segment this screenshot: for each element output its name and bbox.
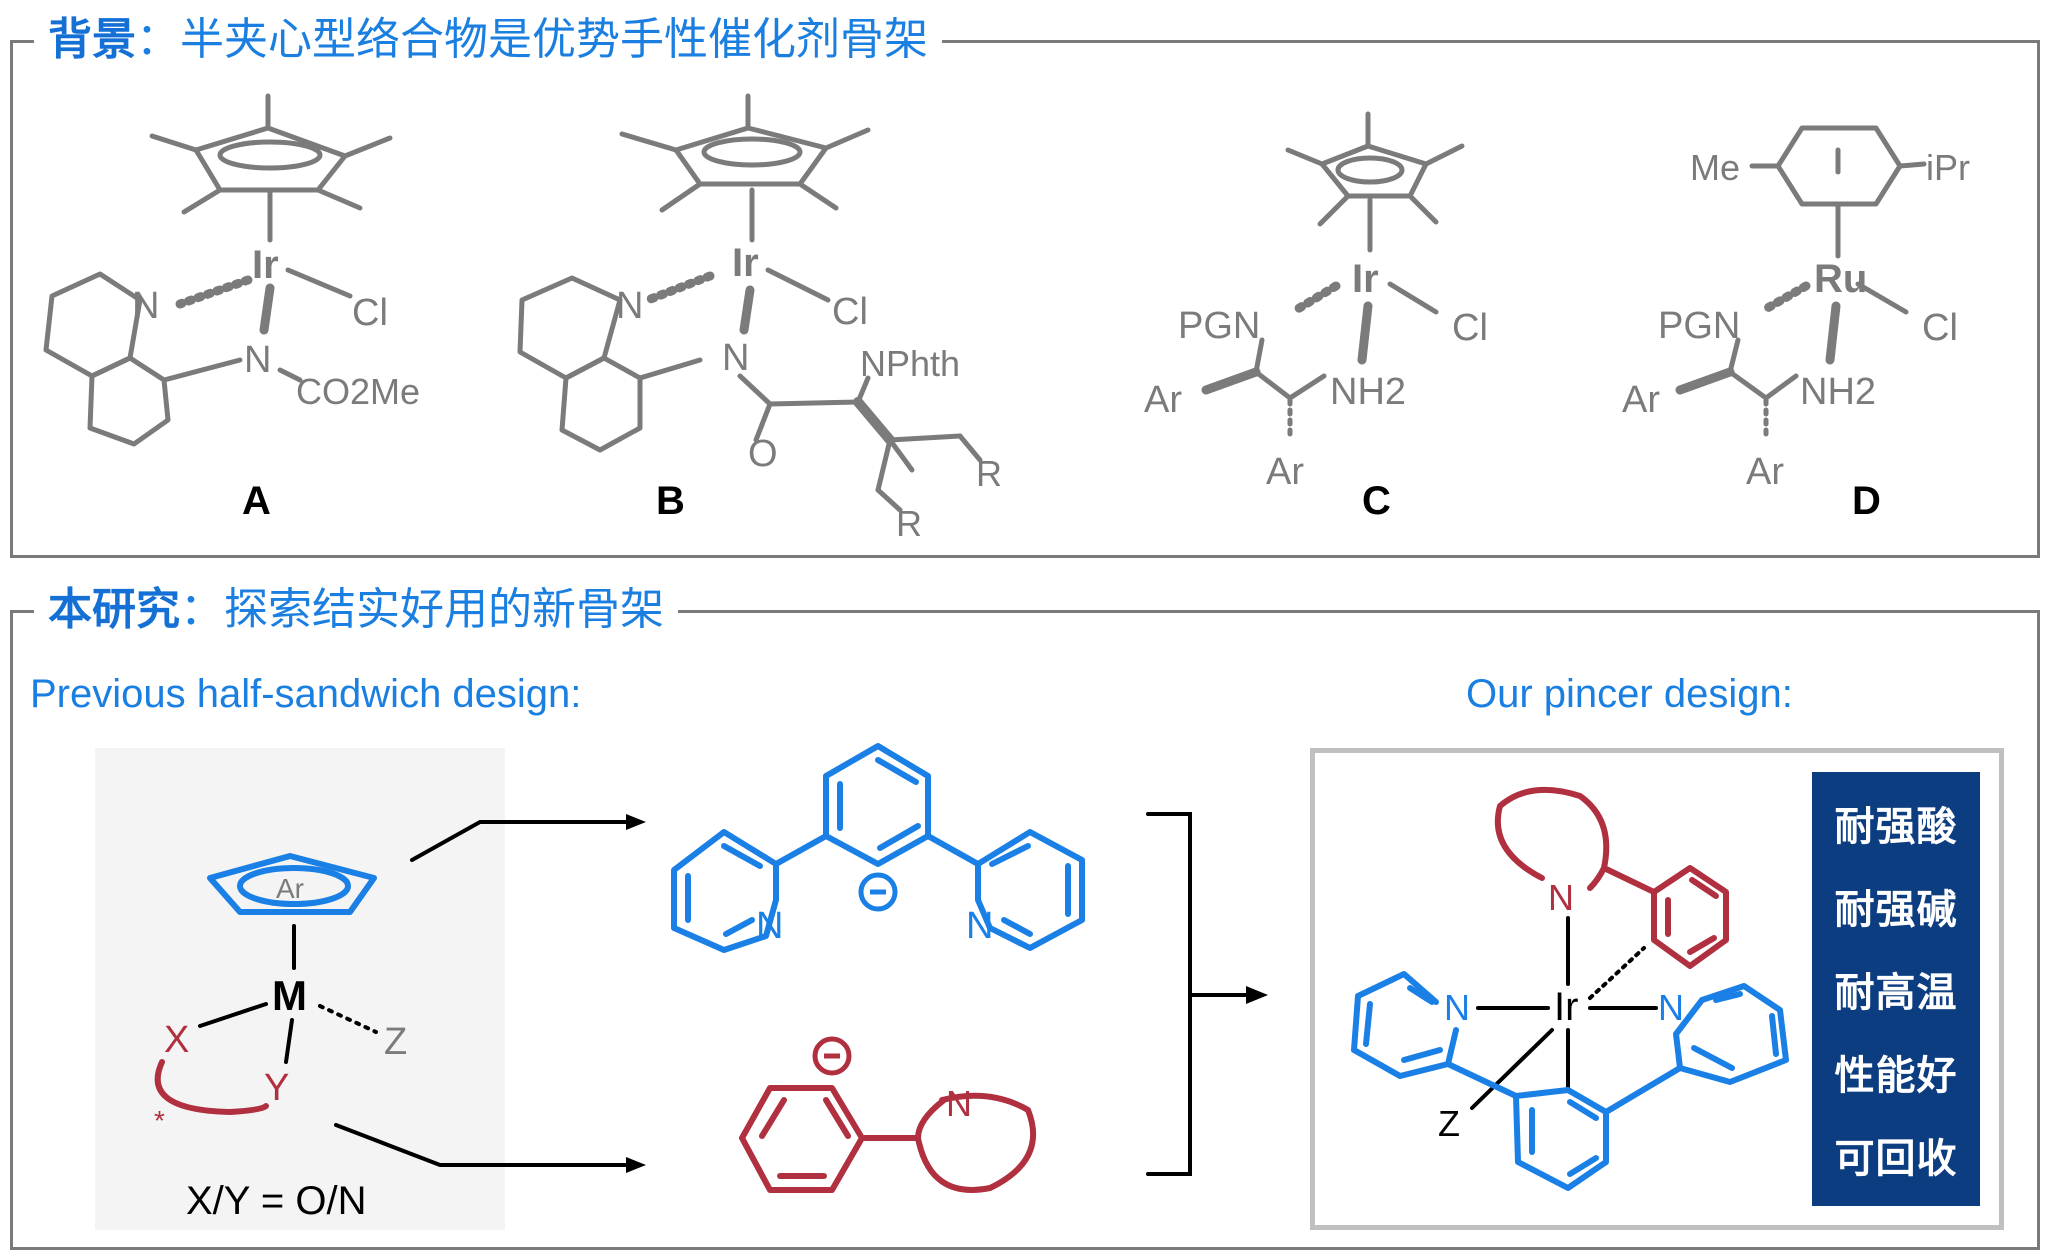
property-item: 耐高温 bbox=[1834, 969, 1958, 1016]
generic-half-sandwich: Ar M X Y Z * X/Y = O/N bbox=[154, 853, 407, 1223]
ar-label: Ar bbox=[1622, 379, 1660, 421]
compound-d: Me iPr Ru PGN Cl NH2 Ar Ar D bbox=[1622, 125, 1970, 523]
title-sep: ： bbox=[136, 14, 180, 65]
ar-label: Ar bbox=[1266, 451, 1304, 493]
compound-label-d: D bbox=[1852, 479, 1881, 523]
research-title-bold: 本研究 bbox=[48, 584, 180, 635]
property-item: 耐强碱 bbox=[1834, 887, 1958, 934]
atom-n-left: N bbox=[756, 905, 783, 947]
metal-label-d: Ru bbox=[1814, 257, 1867, 301]
atom-n-right: N bbox=[966, 905, 993, 947]
compound-b: Ir N Cl N NPhth O R R B bbox=[517, 93, 1002, 544]
pgn-label: PGN bbox=[1658, 305, 1740, 347]
atom-y: Y bbox=[264, 1067, 289, 1109]
metal-label-a: Ir bbox=[252, 243, 279, 287]
xy-caption: X/Y = O/N bbox=[186, 1179, 366, 1223]
research-title: 本研究：探索结实好用的新骨架 bbox=[34, 582, 678, 638]
atom-cl: Cl bbox=[832, 291, 868, 333]
atom-n: N bbox=[722, 337, 749, 379]
background-title-bold: 背景 bbox=[48, 14, 136, 65]
pincer-complex-box bbox=[1310, 748, 2004, 1230]
pincer-ir-complex: N Ir Z N N bbox=[1351, 786, 1789, 1191]
ar-label: Ar bbox=[1144, 379, 1182, 421]
ipr-label: iPr bbox=[1926, 147, 1970, 188]
atom-n: N bbox=[244, 339, 271, 381]
cn-ligand: N bbox=[739, 1036, 1037, 1193]
nc-n-pincer-ligand: N N bbox=[671, 743, 1085, 953]
metal-label-c: Ir bbox=[1352, 257, 1379, 301]
nh2-label: NH2 bbox=[1330, 371, 1406, 413]
atom-n-right: N bbox=[1658, 987, 1684, 1028]
compound-a: Ir N Cl N CO2Me A bbox=[43, 93, 420, 523]
metal-label-b: Ir bbox=[732, 241, 759, 285]
property-item: 性能好 bbox=[1834, 1052, 1958, 1099]
compound-label-c: C bbox=[1362, 479, 1391, 523]
nh2-label: NH2 bbox=[1800, 371, 1876, 413]
atom-cl: Cl bbox=[1452, 307, 1488, 349]
generic-structure-box bbox=[95, 748, 505, 1230]
research-panel bbox=[10, 610, 2040, 1250]
atom-n-left: N bbox=[1444, 987, 1470, 1028]
atom-o: O bbox=[748, 433, 778, 475]
title-sep: ： bbox=[180, 584, 224, 635]
metal-label-ir: Ir bbox=[1554, 985, 1578, 1029]
background-panel bbox=[10, 40, 2040, 558]
metal-label-m: M bbox=[272, 972, 307, 1019]
ar-label: Ar bbox=[1746, 451, 1784, 493]
background-title-text: 半夹心型络合物是优势手性催化剂骨架 bbox=[180, 14, 928, 65]
atom-n-top: N bbox=[1548, 877, 1574, 918]
atom-x: X bbox=[164, 1019, 189, 1061]
atom-n: N bbox=[616, 285, 643, 327]
previous-design-heading: Previous half-sandwich design: bbox=[30, 672, 582, 716]
anion-charge-icon bbox=[812, 1036, 852, 1076]
atom-r: R bbox=[976, 453, 1002, 494]
atom-n: N bbox=[946, 1083, 972, 1124]
me-label: Me bbox=[1690, 147, 1740, 188]
compound-label-a: A bbox=[242, 479, 271, 523]
compound-c: Ir PGN Cl NH2 Ar Ar C bbox=[1144, 111, 1488, 523]
atom-z: Z bbox=[1438, 1103, 1460, 1144]
stereo-star: * bbox=[154, 1105, 165, 1136]
property-item: 耐强酸 bbox=[1834, 804, 1958, 851]
atom-r: R bbox=[896, 503, 922, 544]
properties-panel: 耐强酸 耐强碱 耐高温 性能好 可回收 bbox=[1812, 772, 1980, 1206]
ester-label: CO2Me bbox=[296, 371, 420, 412]
property-item: 可回收 bbox=[1834, 1135, 1958, 1182]
ring-label-ar: Ar bbox=[276, 873, 304, 904]
atom-n: N bbox=[132, 285, 159, 327]
nphth-label: NPhth bbox=[860, 343, 960, 384]
cp-star-ring-a bbox=[149, 93, 393, 243]
background-title: 背景：半夹心型络合物是优势手性催化剂骨架 bbox=[34, 12, 942, 68]
atom-cl: Cl bbox=[1922, 307, 1958, 349]
split-arrows bbox=[334, 814, 646, 1173]
atom-z: Z bbox=[384, 1021, 407, 1063]
anion-charge-icon bbox=[858, 872, 898, 912]
compound-label-b: B bbox=[656, 479, 685, 523]
pincer-design-heading: Our pincer design: bbox=[1466, 672, 1793, 716]
combine-bracket-arrow bbox=[1146, 812, 1268, 1176]
research-title-text: 探索结实好用的新骨架 bbox=[224, 584, 664, 635]
pgn-label: PGN bbox=[1178, 305, 1260, 347]
atom-cl: Cl bbox=[352, 292, 388, 334]
